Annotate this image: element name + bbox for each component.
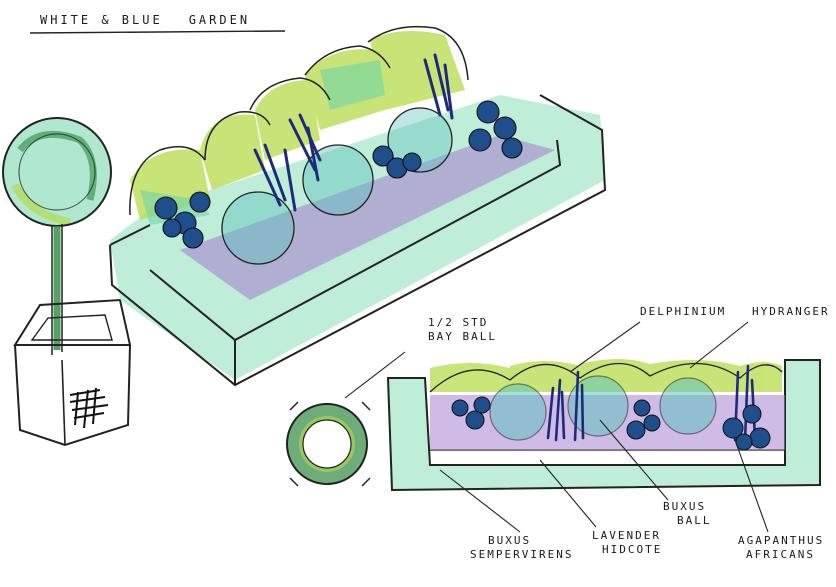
label-bay-ball-line2: Bay Ball <box>428 330 497 343</box>
label-bay-ball-line1: 1/2 STD <box>428 316 489 329</box>
label-bay-ball: 1/2 STD Bay Ball <box>428 316 497 344</box>
page-title: White & Blue Garden <box>40 13 250 27</box>
label-buxus-sempervirens: Buxus Sempervirens <box>470 534 573 562</box>
title-part-2: Garden <box>188 13 251 27</box>
label-buxus-semp-line1: Buxus <box>488 534 532 547</box>
label-buxus-ball: Buxus Ball <box>663 500 712 528</box>
label-agapanthus: Agapanthus Africans <box>738 534 824 562</box>
elevation-bed <box>386 359 821 492</box>
label-hydrangea: Hydranger <box>752 305 830 318</box>
label-agapanthus-line2: Africans <box>746 548 815 561</box>
label-lavender-line2: Hidcote <box>602 543 663 556</box>
label-buxus-ball-line2: Ball <box>677 514 712 527</box>
title-part-1: White & Blue <box>40 13 163 27</box>
label-buxus-semp-line2: Sempervirens <box>470 548 574 561</box>
bay-tree-topiary <box>2 117 132 447</box>
label-agapanthus-line1: Agapanthus <box>738 534 825 547</box>
main-bed-perspective <box>109 25 607 387</box>
label-delphinium: Delphinium <box>640 305 727 318</box>
label-buxus-ball-line1: Buxus <box>663 500 707 513</box>
bay-ball-plan <box>286 401 371 487</box>
title-underline <box>29 30 286 34</box>
leader-lines <box>344 321 769 533</box>
label-lavender: Lavender Hidcote <box>592 529 662 557</box>
label-lavender-line1: Lavender <box>592 529 661 542</box>
